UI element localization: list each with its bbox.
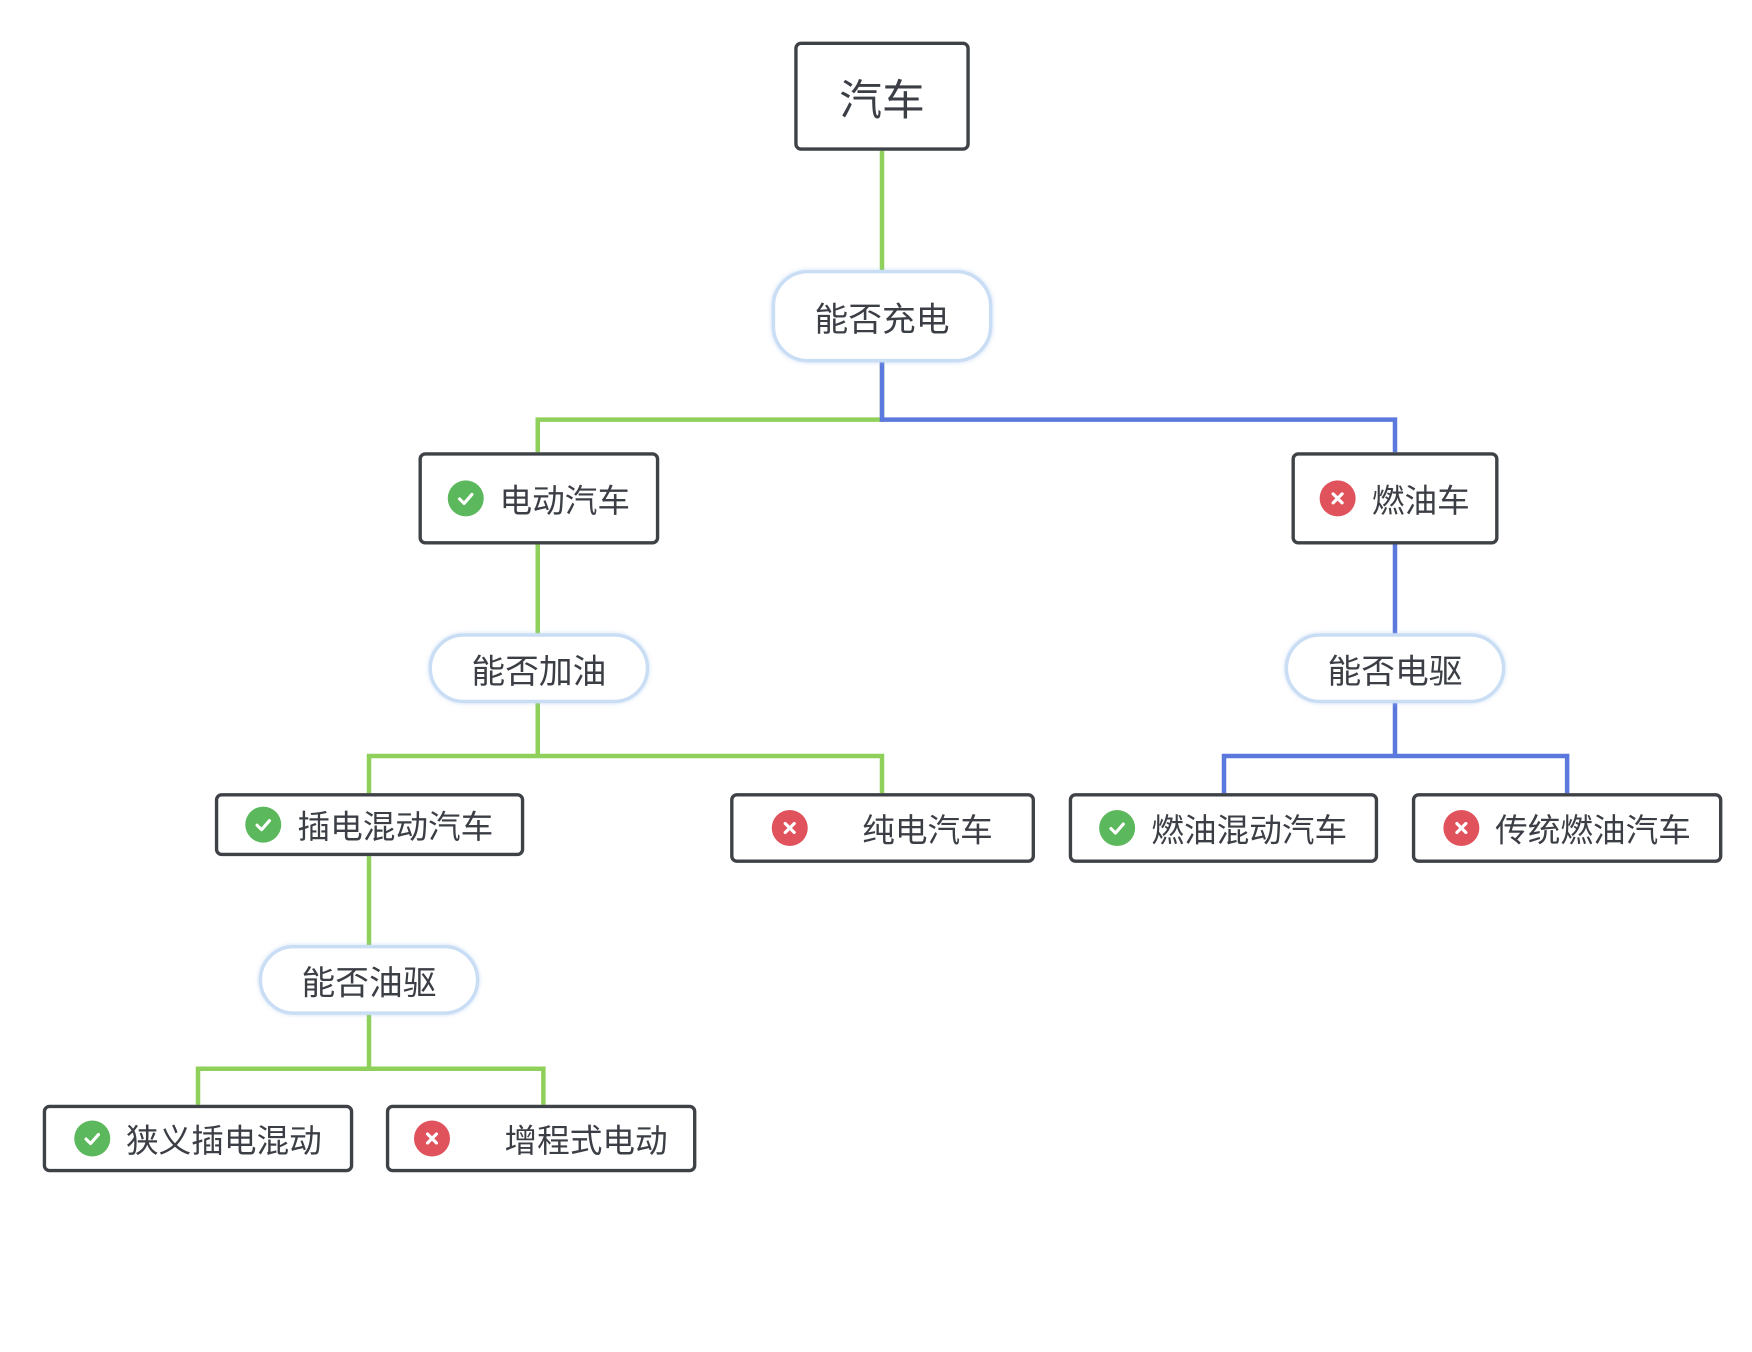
cross-icon (414, 1120, 451, 1157)
node-question-electric-drive: 能否电驱 (1284, 633, 1506, 704)
node-erev-label: 增程式电动 (504, 1121, 668, 1160)
node-question-fuel-drive-label: 能否油驱 (301, 964, 437, 1004)
node-erev: 增程式电动 (385, 1104, 697, 1173)
node-root-label: 汽车 (839, 75, 925, 125)
node-question-charge: 能否充电 (771, 270, 993, 363)
cross-icon (1320, 480, 1357, 517)
check-icon (74, 1120, 111, 1157)
node-question-fuel-drive: 能否油驱 (258, 945, 480, 1015)
node-fuel: 燃油车 (1291, 452, 1499, 545)
check-icon (1099, 810, 1136, 846)
node-narrow-phev: 狭义插电混动 (42, 1104, 354, 1173)
connector-q1-ev (535, 362, 885, 453)
connector-q3-children (1221, 703, 1570, 794)
cross-icon (772, 810, 809, 846)
check-icon (245, 806, 282, 843)
node-question-refuel: 能否加油 (428, 633, 650, 704)
node-bev: 纯电汽车 (730, 793, 1035, 863)
node-question-electric-drive-label: 能否电驱 (1327, 652, 1463, 692)
connector-q4-children (195, 1014, 546, 1105)
node-phev-label: 插电混动汽车 (297, 807, 494, 846)
connector-lines (195, 150, 1570, 1105)
node-hev-label: 燃油混动汽车 (1151, 811, 1348, 850)
node-narrow-phev-label: 狭义插电混动 (125, 1121, 322, 1160)
node-fuel-label: 燃油车 (1371, 481, 1470, 520)
node-ev-label: 电动汽车 (499, 481, 630, 520)
connector-q2-children (366, 703, 885, 794)
node-question-charge-label: 能否充电 (814, 300, 950, 340)
node-root: 汽车 (794, 41, 970, 151)
node-phev: 插电混动汽车 (214, 793, 525, 857)
cross-icon (1443, 810, 1480, 846)
node-question-refuel-label: 能否加油 (471, 652, 607, 692)
node-ice-label: 传统燃油汽车 (1495, 811, 1691, 850)
connector-q1-fuel (879, 362, 1398, 453)
node-ev: 电动汽车 (418, 452, 660, 545)
node-hev: 燃油混动汽车 (1068, 793, 1379, 863)
node-ice: 传统燃油汽车 (1411, 793, 1723, 863)
node-bev-label: 纯电汽车 (862, 811, 993, 850)
check-icon (447, 480, 484, 517)
